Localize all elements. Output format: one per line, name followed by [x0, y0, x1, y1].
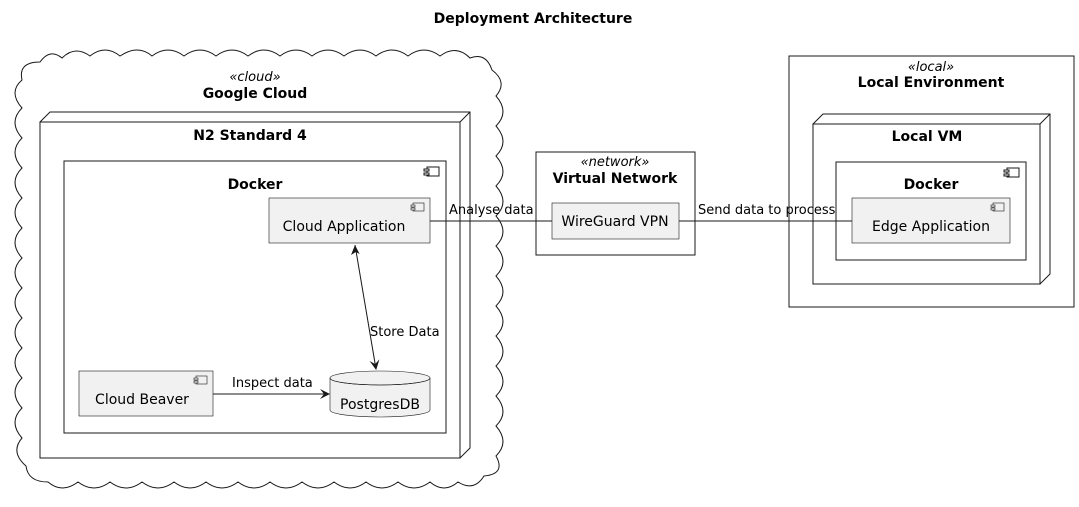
docker-local-label: Docker — [904, 177, 959, 193]
arrowhead-up — [351, 245, 360, 255]
google-cloud-label: Google Cloud — [203, 86, 308, 102]
wireguard-label: WireGuard VPN — [561, 214, 668, 230]
n2-standard-label: N2 Standard 4 — [193, 128, 307, 144]
edge-application-label: Edge Application — [872, 219, 990, 235]
network-label: Virtual Network — [553, 171, 678, 187]
docker-cloud-label: Docker — [228, 177, 283, 193]
postgres-database[interactable]: PostgresDB — [329, 370, 431, 418]
cloud-application-label: Cloud Application — [283, 219, 406, 235]
network-stereotype: «network» — [581, 155, 650, 170]
component-icon — [990, 202, 1005, 212]
edge-store-label: Store Data — [370, 325, 440, 340]
diagram-title: Deployment Architecture — [434, 11, 633, 27]
component-icon — [193, 375, 208, 385]
local-vm-label: Local VM — [892, 129, 963, 145]
cloud-beaver-component[interactable]: Cloud Beaver — [78, 370, 214, 417]
edge-send-label: Send data to process — [698, 203, 836, 218]
component-icon — [423, 166, 440, 177]
postgres-label: PostgresDB — [340, 397, 420, 413]
google-cloud-stereotype: «cloud» — [229, 70, 280, 85]
edge-store-data — [354, 244, 380, 370]
local-stereotype: «local» — [908, 60, 954, 75]
edge-inspect-label: Inspect data — [232, 376, 313, 391]
local-environment-label: Local Environment — [858, 75, 1005, 91]
cloud-application-component[interactable]: Cloud Application — [268, 197, 431, 244]
wireguard-vpn[interactable]: WireGuard VPN — [551, 202, 680, 240]
edge-analyse-label: Analyse data — [449, 203, 534, 218]
cloud-beaver-label: Cloud Beaver — [95, 392, 189, 408]
component-icon — [1003, 167, 1020, 178]
component-icon — [410, 202, 425, 212]
edge-application-component[interactable]: Edge Application — [851, 197, 1011, 244]
